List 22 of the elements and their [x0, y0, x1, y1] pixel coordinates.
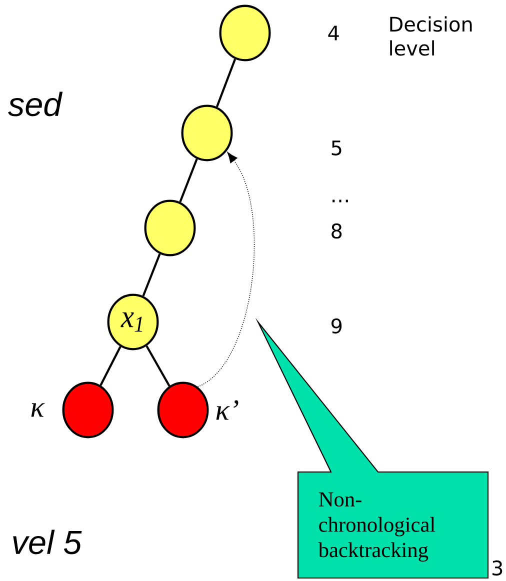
tree-edge — [179, 158, 198, 202]
level-number: 9 — [332, 318, 342, 334]
circle-node — [181, 104, 233, 162]
tree-edge — [146, 345, 170, 387]
backtrack-arrow — [197, 152, 255, 388]
cut-off-text: sed — [8, 92, 63, 116]
cut-off-text: vel 5 — [13, 530, 82, 554]
tree-edge — [100, 346, 122, 386]
level-number: 5 — [332, 140, 342, 156]
level-number: 8 — [332, 223, 342, 239]
tree-edge — [216, 58, 236, 108]
ellipsis: … — [332, 200, 348, 202]
axis-title: Decision level — [390, 16, 472, 56]
kappa-label: κ — [31, 403, 45, 417]
variable-node: x$_{1}$ — [107, 294, 159, 350]
tree-edge — [142, 254, 161, 296]
circle-node — [219, 4, 271, 62]
circle-node — [157, 382, 209, 438]
level-number: 4 — [328, 26, 339, 40]
circle-node — [144, 200, 196, 256]
kappa-label: κ’ — [216, 400, 238, 420]
circle-node — [62, 382, 114, 438]
